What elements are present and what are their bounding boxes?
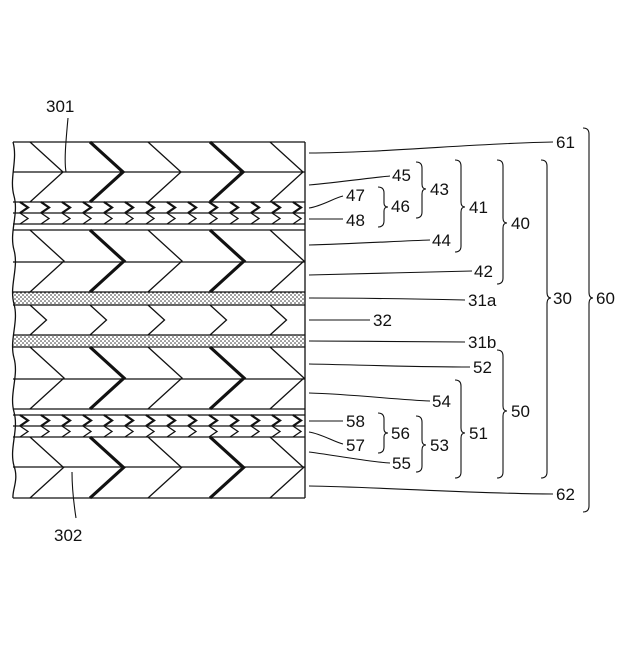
layer-31b xyxy=(13,335,305,347)
left-break-edge xyxy=(12,142,15,498)
label-57: 57 xyxy=(346,436,365,455)
layer-stack xyxy=(12,142,305,498)
crystal-hatching xyxy=(20,142,304,498)
label-47: 47 xyxy=(346,186,365,205)
label-302: 302 xyxy=(54,526,82,545)
label-55: 55 xyxy=(392,454,411,473)
label-56: 56 xyxy=(391,424,410,443)
label-48: 48 xyxy=(346,211,365,230)
label-50: 50 xyxy=(511,402,530,421)
label-45: 45 xyxy=(392,166,411,185)
layer-31a xyxy=(13,292,305,305)
label-58: 58 xyxy=(346,412,365,431)
label-61: 61 xyxy=(556,133,575,152)
leader-301 xyxy=(65,118,68,172)
label-52: 52 xyxy=(473,358,492,377)
leader-302 xyxy=(72,472,76,518)
label-41: 41 xyxy=(469,198,488,217)
label-60: 60 xyxy=(596,289,615,308)
label-54: 54 xyxy=(432,392,451,411)
label-51: 51 xyxy=(469,424,488,443)
label-301: 301 xyxy=(46,97,74,116)
label-31b: 31b xyxy=(468,333,496,352)
label-40: 40 xyxy=(511,214,530,233)
label-43: 43 xyxy=(430,180,449,199)
label-53: 53 xyxy=(430,436,449,455)
label-46: 46 xyxy=(391,197,410,216)
label-31a: 31a xyxy=(468,291,497,310)
layer-boundaries xyxy=(13,142,305,498)
label-44: 44 xyxy=(432,231,451,250)
label-62: 62 xyxy=(556,485,575,504)
label-42: 42 xyxy=(474,262,493,281)
label-30: 30 xyxy=(553,289,572,308)
label-32: 32 xyxy=(373,311,392,330)
reference-labels: 61 45 43 47 46 48 41 40 44 42 31a 30 60 … xyxy=(346,133,615,504)
